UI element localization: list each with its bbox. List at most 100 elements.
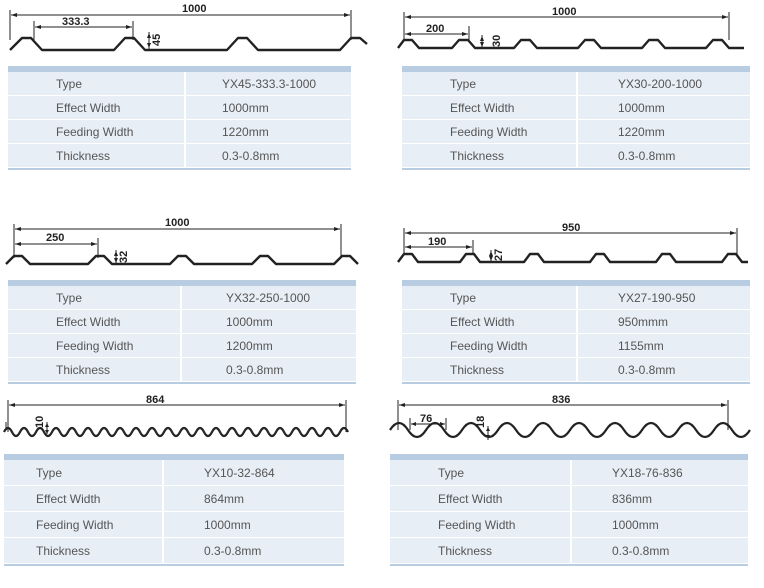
spec-key: Type [8,286,182,310]
dimension-pitch-label: 200 [426,23,444,35]
profile-drawing-yx30: 1000 200 30 [397,6,744,50]
spec-value: 0.3-0.8mm [164,538,344,564]
spec-value: 864mm [164,486,344,512]
spec-value: YX27-190-950 [578,286,750,310]
dimension-height-label: 27 [493,249,505,261]
spec-key: Feeding Width [8,334,182,358]
dimension-total-label: 864 [146,394,165,406]
spec-value: 0.3-0.8mm [572,538,748,564]
spec-value: 1000mm [182,310,356,334]
profile-drawing-yx27: 950 190 27 [397,222,748,264]
spec-key: Feeding Width [402,334,578,358]
spec-key: Thickness [8,144,186,168]
spec-value: YX18-76-836 [572,460,748,486]
dimension-height-label: 10 [34,416,46,428]
spec-value: 1200mm [182,334,356,358]
spec-value: 1000mm [572,512,748,538]
spec-value: YX45-333.3-1000 [186,72,351,96]
spec-key: Thickness [402,144,578,168]
spec-key: Feeding Width [4,512,164,538]
spec-value: YX10-32-864 [164,460,344,486]
dimension-total-label: 836 [552,394,570,406]
spec-value: 0.3-0.8mm [578,358,750,382]
profile-drawing-yx18: 836 76 18 [389,394,751,440]
spec-value: 836mm [572,486,748,512]
spec-key: Type [402,286,578,310]
spec-value: YX30-200-1000 [578,72,750,96]
spec-key: Type [402,72,578,96]
spec-key: Type [8,72,186,96]
spec-key: Effect Width [4,486,164,512]
spec-value: 1220mm [578,120,750,144]
spec-key: Type [390,460,572,486]
spec-value: 0.3-0.8mm [578,144,750,168]
spec-value: 1220mm [186,120,351,144]
spec-key: Feeding Width [390,512,572,538]
spec-key: Thickness [402,358,578,382]
dimension-total-label: 1000 [552,6,576,18]
dimension-total-label: 950 [562,222,580,234]
spec-value: 1000mm [578,96,750,120]
spec-value: 1000mm [164,512,344,538]
profile-drawing-yx32: 1000 250 32 [5,217,359,266]
spec-key: Effect Width [402,96,578,120]
spec-value: YX32-250-1000 [182,286,356,310]
dimension-height-label: 45 [151,34,163,46]
dimension-total-label: 1000 [182,3,206,15]
spec-key: Feeding Width [402,120,578,144]
dimension-height-label: 32 [118,251,130,263]
dimension-pitch-label: 333.3 [62,16,90,28]
dimension-height-label: 18 [475,416,487,428]
dimension-height-label: 30 [491,35,503,47]
profile-drawing-yx10: 864 10 [3,394,349,438]
dimension-pitch-label: 76 [420,413,432,425]
dimension-total-label: 1000 [165,217,189,229]
spec-key: Effect Width [390,486,572,512]
spec-key: Type [4,460,164,486]
spec-value: 1000mm [186,96,351,120]
dimension-pitch-label: 190 [428,236,446,248]
dimension-pitch-label: 250 [46,232,64,244]
profile-drawing-yx45: 1000 333.3 45 [9,3,368,52]
spec-key: Thickness [8,358,182,382]
spec-key: Effect Width [402,310,578,334]
spec-value: 0.3-0.8mm [186,144,351,168]
spec-key: Thickness [4,538,164,564]
spec-value: 950mmm [578,310,750,334]
spec-key: Thickness [390,538,572,564]
